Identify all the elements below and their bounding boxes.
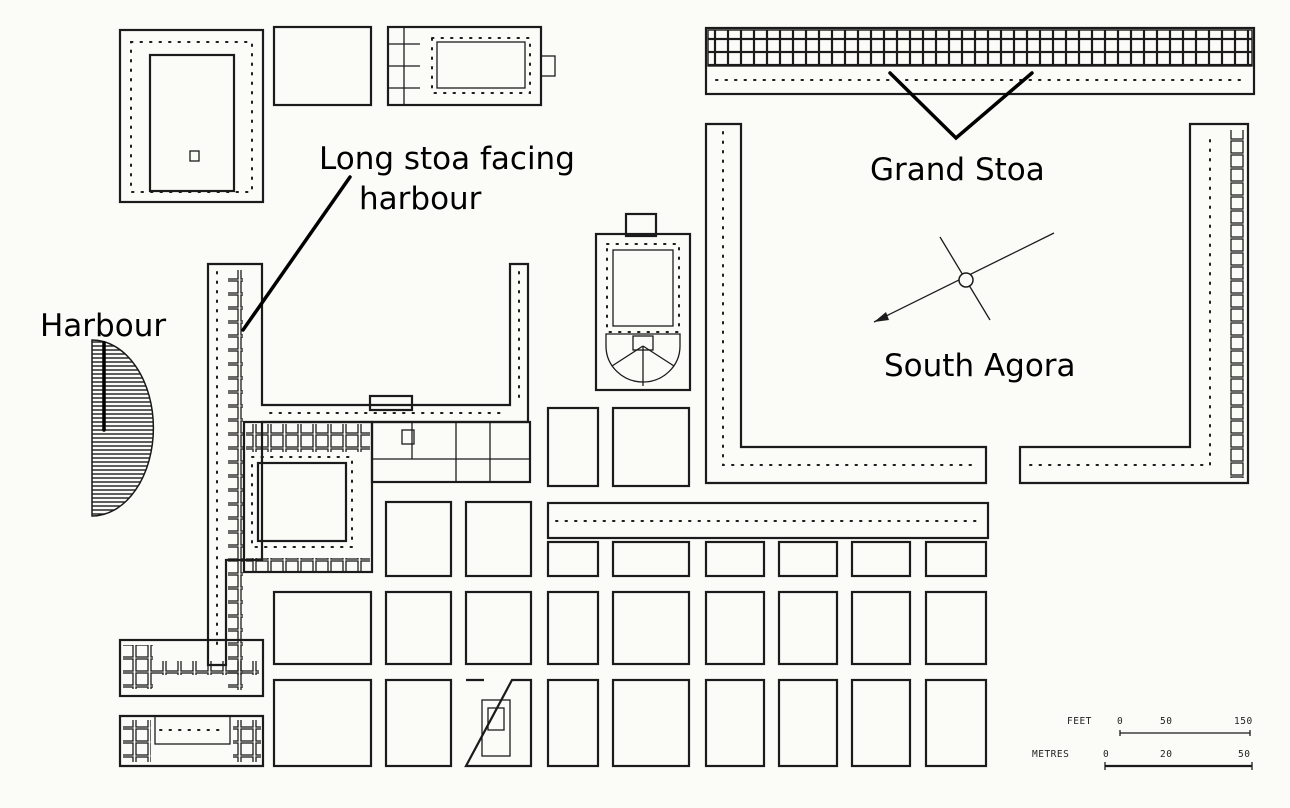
temple-precinct-nw bbox=[118, 28, 265, 204]
stoa-sw-lower bbox=[118, 714, 265, 768]
scale-bar: FEET 0 50 150 METRES 0 20 50 bbox=[1032, 716, 1253, 770]
peristyle-house bbox=[242, 420, 374, 574]
label-south-agora: South Agora bbox=[884, 348, 1076, 384]
scale-feet-label: FEET bbox=[1067, 716, 1092, 727]
apsidal-temple bbox=[594, 212, 692, 392]
scale-feet-tick-50: 50 bbox=[1160, 716, 1172, 727]
scale-feet-tick-150: 150 bbox=[1234, 716, 1253, 727]
city-blocks-row-3 bbox=[272, 590, 988, 666]
scale-metres-tick-0: 0 bbox=[1103, 749, 1109, 760]
building-complex-central bbox=[368, 394, 532, 484]
stoa-sw-remains bbox=[118, 638, 265, 698]
grand-stoa-leader bbox=[888, 71, 1034, 141]
south-agora-stoa-west bbox=[704, 122, 988, 485]
long-stoa-harbour bbox=[206, 262, 530, 690]
scale-metres-label: METRES bbox=[1032, 749, 1069, 760]
north-arrow-icon bbox=[873, 232, 1055, 323]
label-long-stoa-line-1: Long stoa facing bbox=[319, 141, 575, 177]
scale-metres-tick-20: 20 bbox=[1160, 749, 1172, 760]
building-n-court bbox=[386, 25, 556, 107]
city-blocks-row-1 bbox=[546, 406, 691, 488]
middle-stoa bbox=[546, 501, 990, 540]
label-harbour: Harbour bbox=[40, 308, 166, 344]
south-agora-stoa-east bbox=[1018, 122, 1250, 485]
building-n-square bbox=[272, 25, 373, 107]
label-long-stoa-line-2: harbour bbox=[359, 181, 482, 217]
scale-metres-tick-50: 50 bbox=[1238, 749, 1250, 760]
scale-feet-tick-0: 0 bbox=[1117, 716, 1123, 727]
long-stoa-leader bbox=[241, 175, 352, 332]
city-blocks-row-4 bbox=[272, 678, 988, 768]
city-blocks-row-2 bbox=[384, 500, 988, 578]
harbour-basin bbox=[91, 339, 155, 517]
grand-stoa-building bbox=[704, 26, 1256, 96]
label-grand-stoa: Grand Stoa bbox=[870, 152, 1045, 188]
